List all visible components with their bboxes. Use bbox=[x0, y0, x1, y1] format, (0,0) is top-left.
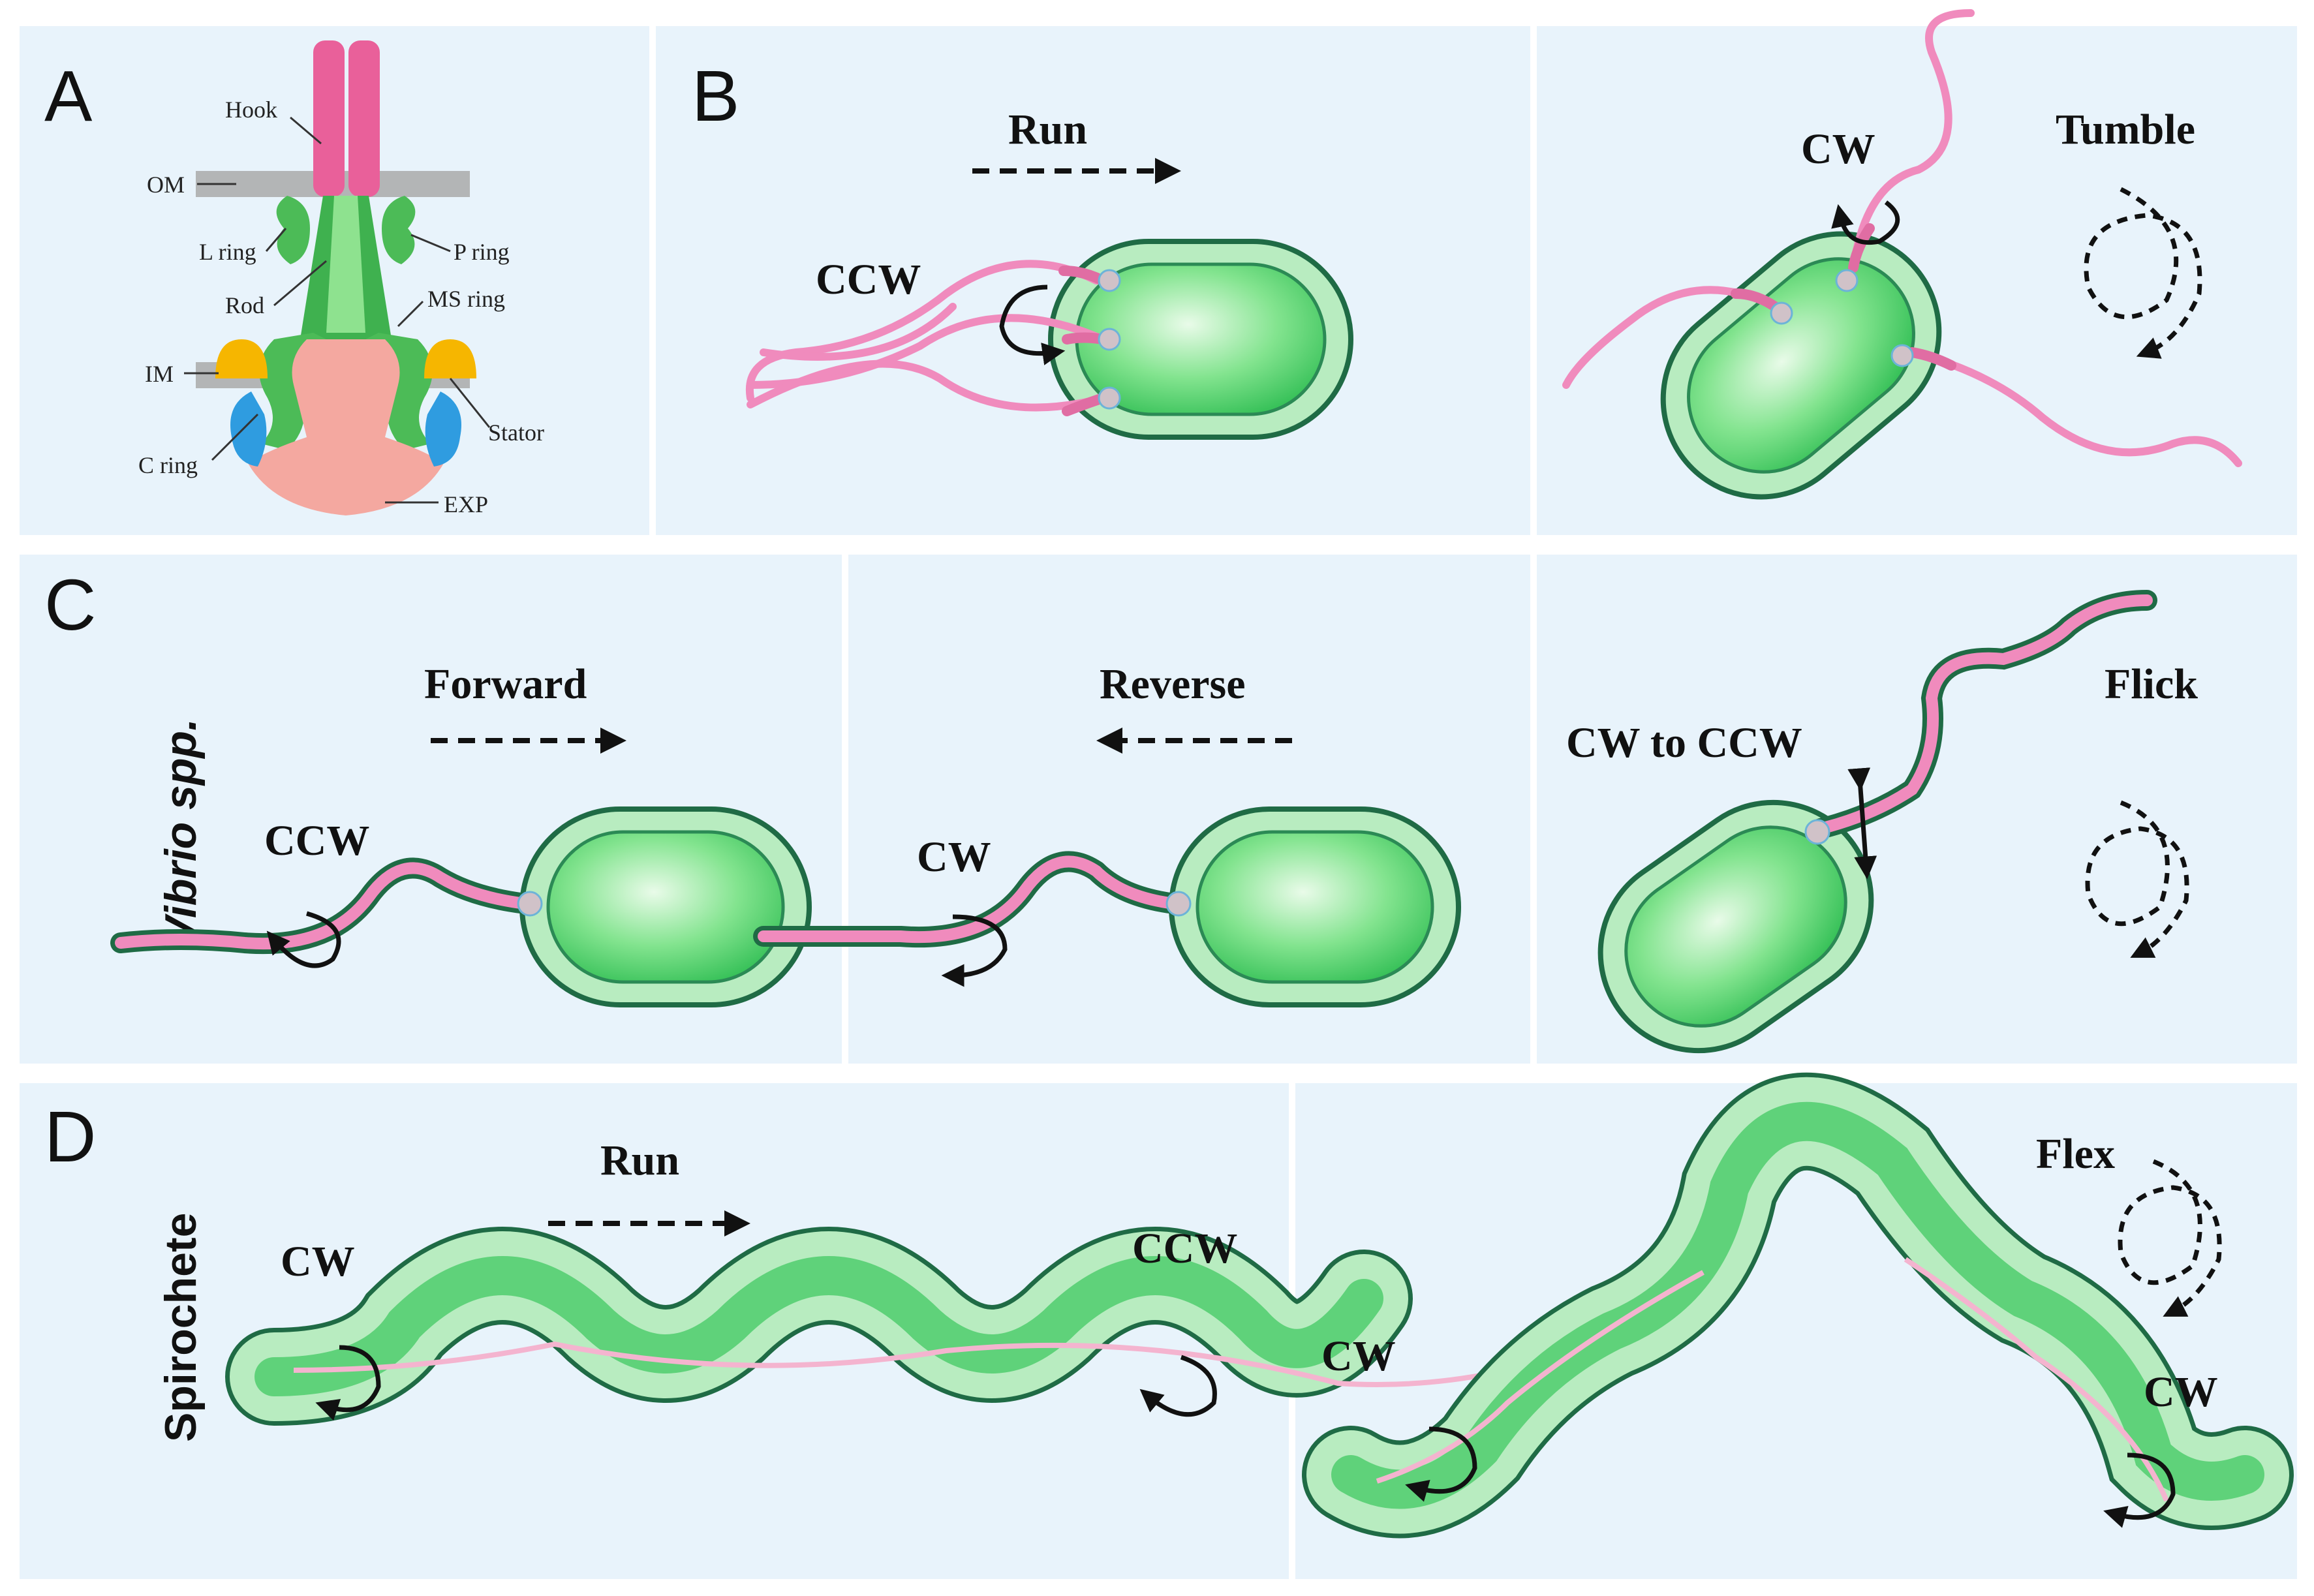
flick-double-arrow bbox=[1847, 767, 1877, 880]
run-label: Run bbox=[1008, 106, 1087, 153]
spirochete-run-endoflagella bbox=[293, 1341, 1535, 1387]
flex-cw-left-label: CW bbox=[1321, 1332, 1396, 1380]
reverse-label: Reverse bbox=[1100, 660, 1246, 708]
rod-label: Rod bbox=[225, 292, 264, 318]
hook-left-half bbox=[313, 40, 345, 197]
spirochete-flex-body-inner bbox=[1331, 1101, 2264, 1509]
flick-path-icon bbox=[2085, 800, 2189, 958]
run-motors bbox=[1098, 269, 1121, 410]
panel-b-letter: B bbox=[692, 56, 739, 136]
panel-d-letter: D bbox=[44, 1097, 96, 1177]
flex-cw-left-rotation-arrow bbox=[1405, 1426, 1477, 1502]
stator-left bbox=[215, 339, 268, 378]
flick-cell bbox=[1597, 799, 1874, 1054]
c-ring-right bbox=[425, 391, 461, 467]
reverse-cw-label: CW bbox=[917, 833, 991, 881]
spirochete-label: Spirochete bbox=[156, 1213, 206, 1442]
stator-label: Stator bbox=[488, 420, 544, 446]
run-cell bbox=[1048, 239, 1353, 440]
panel-a-letter: A bbox=[44, 56, 93, 136]
spirochete-run-label: Run bbox=[600, 1137, 679, 1184]
cw-rotation-arrow bbox=[1831, 200, 1900, 245]
p-ring-label: P ring bbox=[454, 239, 510, 265]
panel-c-mid-background bbox=[848, 555, 1530, 1064]
spirochete-ccw-rotation-arrow bbox=[1139, 1355, 1217, 1417]
panel-a: A bbox=[44, 40, 544, 517]
hook-label: Hook bbox=[225, 97, 277, 123]
exp-label: EXP bbox=[444, 491, 488, 517]
panel-d: D Spirochete Run CW CCW Flex CW CW bbox=[44, 1072, 2294, 1539]
panel-c-letter: C bbox=[44, 565, 96, 645]
tumble-motors bbox=[1770, 269, 1914, 367]
reverse-motor bbox=[1165, 891, 1192, 917]
forward-ccw-rotation-arrow bbox=[266, 911, 341, 968]
forward-label: Forward bbox=[424, 660, 587, 708]
vibrio-label: Vibrio spp. bbox=[156, 718, 206, 946]
l-ring-label: L ring bbox=[199, 239, 256, 265]
stator-right bbox=[424, 339, 476, 378]
flick-label: Flick bbox=[2105, 660, 2198, 708]
tumble-hooks bbox=[1731, 223, 1956, 371]
spirochete-run-body-inner bbox=[255, 1256, 1383, 1396]
forward-motor bbox=[517, 891, 543, 917]
p-ring bbox=[382, 196, 416, 264]
l-ring bbox=[276, 196, 310, 264]
flex-path-icon bbox=[2118, 1159, 2222, 1317]
cw-to-ccw-label: CW to CCW bbox=[1566, 719, 1802, 767]
flick-motor bbox=[1804, 819, 1830, 845]
panel-c: C Vibrio spp. Forward CCW Reverse CW CW … bbox=[44, 565, 2198, 1054]
spirochete-ccw-label: CCW bbox=[1132, 1225, 1237, 1272]
c-ring-label: C ring bbox=[138, 452, 198, 478]
panel-b: B Run CCW bbox=[692, 9, 2242, 500]
forward-cell bbox=[519, 806, 812, 1007]
panel-a-leader-lines bbox=[184, 116, 491, 504]
export-apparatus bbox=[248, 339, 444, 515]
tumble-path-icon bbox=[2084, 187, 2202, 359]
flex-cw-right-rotation-arrow bbox=[2103, 1452, 2176, 1528]
c-ring-left bbox=[230, 391, 267, 467]
reverse-cw-rotation-arrow bbox=[941, 914, 1008, 987]
ccw-rotation-arrow bbox=[999, 284, 1066, 365]
run-flagella-bundle bbox=[745, 260, 1107, 412]
cw-label: CW bbox=[1801, 125, 1875, 173]
ccw-label: CCW bbox=[816, 256, 921, 303]
flex-label: Flex bbox=[2036, 1130, 2115, 1178]
forward-ccw-label: CCW bbox=[264, 817, 369, 865]
spirochete-cw-rotation-arrow bbox=[315, 1345, 381, 1421]
hook-right-half bbox=[348, 40, 380, 197]
flex-cw-right-label: CW bbox=[2144, 1368, 2218, 1416]
reverse-cell bbox=[1169, 806, 1461, 1007]
outer-membrane-label: OM bbox=[147, 172, 185, 198]
tumble-label: Tumble bbox=[2056, 106, 2195, 153]
spirochete-cw-label: CW bbox=[281, 1238, 355, 1285]
ms-ring-label: MS ring bbox=[427, 286, 505, 312]
inner-membrane-label: IM bbox=[145, 361, 174, 387]
